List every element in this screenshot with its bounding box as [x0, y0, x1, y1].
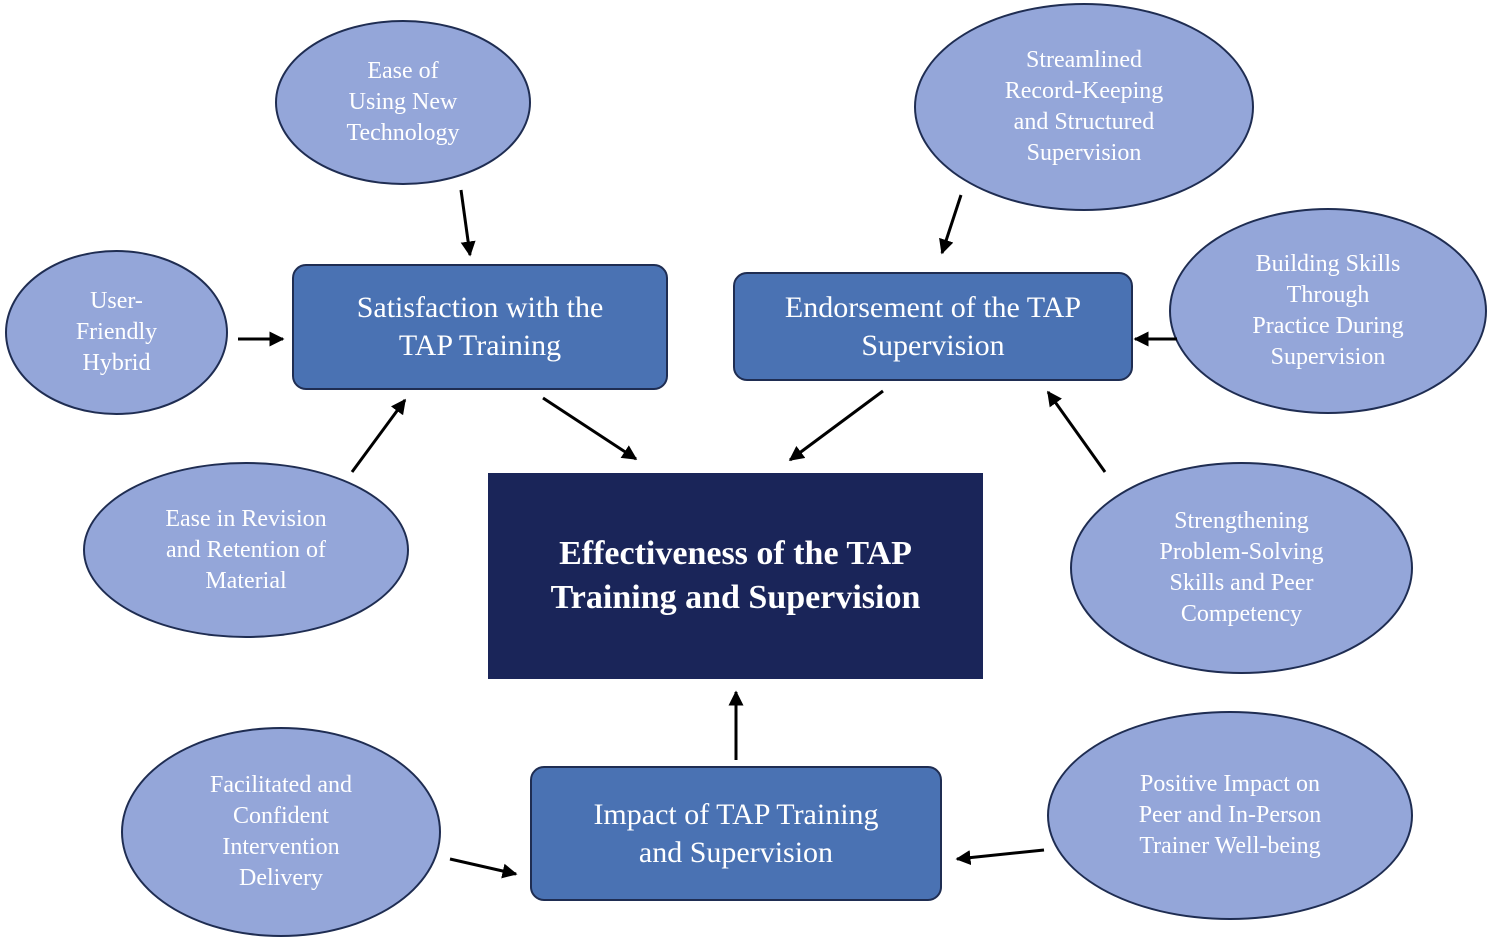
ellipse-ease-in-revision: Ease in Revision and Retention of Materi…: [83, 462, 409, 638]
ellipse-label: Strengthening Problem-Solving Skills and…: [1159, 508, 1324, 627]
arrow-ease-technology-to-satisfaction: [459, 189, 476, 257]
ellipse-streamlined-record-keeping: Streamlined Record-Keeping and Structure…: [914, 3, 1254, 211]
ellipse-positive-impact: Positive Impact on Peer and In-Person Tr…: [1047, 711, 1413, 920]
arrow-satisfaction-to-center: [542, 396, 638, 461]
ellipse-user-friendly-hybrid: User- Friendly Hybrid: [5, 250, 228, 415]
arrow-positive-impact-to-impact: [955, 848, 1045, 866]
box-label: Endorsement of the TAP Supervision: [784, 290, 1082, 362]
center-label: Effectiveness of the TAP Training and Su…: [550, 535, 921, 616]
ellipse-label: Building Skills Through Practice During …: [1252, 251, 1404, 370]
arrow-strengthening-to-endorsement: [1046, 390, 1107, 473]
center-box-effectiveness: Effectiveness of the TAP Training and Su…: [488, 473, 983, 679]
ellipse-label: Ease in Revision and Retention of Materi…: [165, 505, 327, 594]
ellipse-label: User- Friendly Hybrid: [75, 288, 158, 376]
box-satisfaction-with-tap-training: Satisfaction with the TAP Training: [292, 264, 668, 390]
ellipse-label: Facilitated and Confident Intervention D…: [210, 772, 352, 891]
ellipse-strengthening-problem-solving: Strengthening Problem-Solving Skills and…: [1070, 462, 1413, 674]
ellipse-ease-of-using-new-technology: Ease of Using New Technology: [275, 20, 531, 185]
box-label: Impact of TAP Training and Supervision: [593, 797, 879, 869]
arrow-ease-revision-to-satisfaction: [350, 398, 407, 473]
arrow-endorsement-to-center: [788, 389, 884, 462]
ellipse-label: Positive Impact on Peer and In-Person Tr…: [1138, 771, 1322, 859]
ellipse-building-skills: Building Skills Through Practice During …: [1169, 208, 1487, 414]
arrow-streamlined-to-endorsement: [939, 194, 963, 255]
box-impact-of-tap-training: Impact of TAP Training and Supervision: [530, 766, 942, 901]
box-endorsement-of-tap-supervision: Endorsement of the TAP Supervision: [733, 272, 1133, 381]
ellipse-label: Streamlined Record-Keeping and Structure…: [1004, 47, 1164, 166]
ellipse-facilitated-intervention-delivery: Facilitated and Confident Intervention D…: [121, 727, 441, 937]
box-label: Satisfaction with the TAP Training: [356, 291, 604, 362]
arrow-facilitated-to-impact: [449, 857, 518, 879]
ellipse-label: Ease of Using New Technology: [346, 58, 460, 146]
